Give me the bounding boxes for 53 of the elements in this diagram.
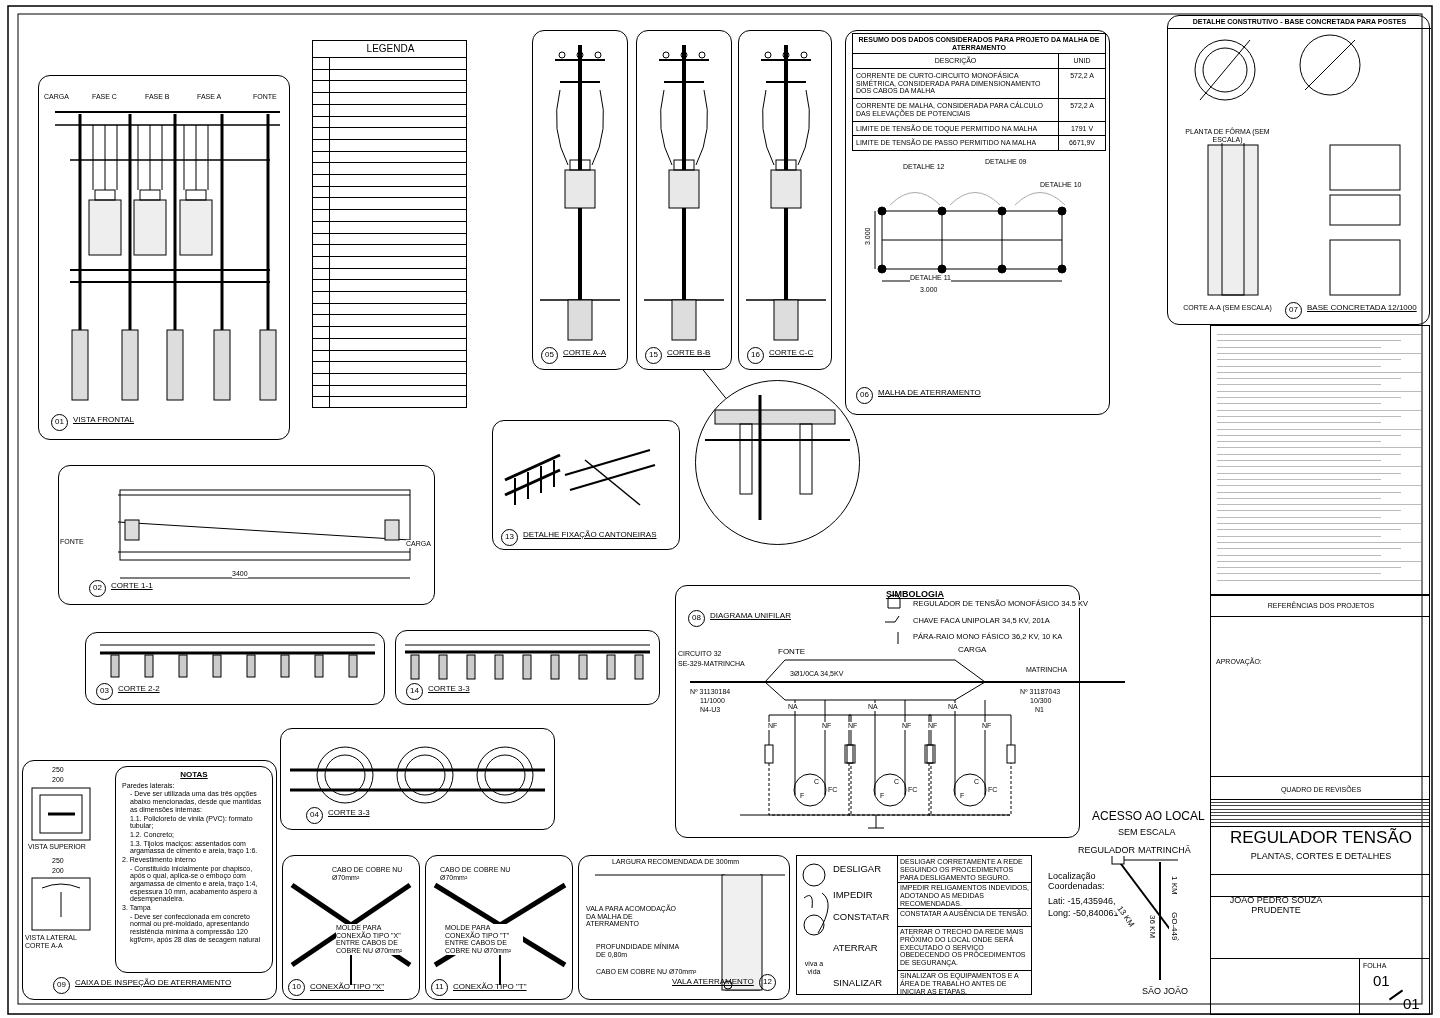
view-title: CONEXÃO TIPO "X": [310, 983, 384, 992]
legend-table: [312, 40, 467, 408]
drawing-panel: [636, 30, 732, 370]
view-title: CORTE C-C: [769, 349, 814, 358]
view-title: CORTE 3-3: [328, 809, 370, 818]
drawing-panel: [85, 632, 385, 705]
view-title: CONEXÃO TIPO "T": [453, 983, 527, 992]
drawing-label: 1 KM: [1169, 876, 1178, 895]
drawing-panel: [492, 420, 680, 550]
notes-box: [115, 766, 273, 973]
drawing-label: Lati: -15,435946,: [1048, 897, 1116, 907]
table-heading: LEGENDA: [365, 43, 416, 54]
drawing-label: CARGA: [958, 646, 987, 655]
step-word: CONSTATAR: [833, 911, 890, 922]
view-title: CORTE 2-2: [118, 685, 160, 694]
drawing-title: REGULADOR TENSÃO: [1229, 829, 1413, 848]
step-word: SINALIZAR: [833, 977, 883, 988]
safety-steps-table: [796, 855, 1032, 995]
sheet-number: 01: [1403, 996, 1420, 1013]
drawing-label: GO-449: [1169, 912, 1178, 941]
view-title: VISTA FRONTAL: [73, 416, 135, 425]
drawing-label: SÃO JOÃO: [1142, 987, 1188, 997]
view-title: DETALHE FIXAÇÃO CANTONEIRAS: [523, 531, 657, 540]
step-word: ATERRAR: [833, 942, 878, 953]
sheet-number: 01: [1373, 973, 1390, 990]
view-title: MALHA DE ATERRAMENTO: [878, 389, 981, 398]
drawing-panel: [395, 630, 660, 705]
drawing-panel: [738, 30, 832, 370]
drawing-label: FONTE: [778, 648, 806, 657]
title-block-text: JOAO PEDRO SOUZA PRUDENTE: [1228, 896, 1324, 916]
drawing-panel: [280, 728, 555, 830]
drawing-label: 36 KM: [1147, 915, 1156, 939]
step-word: IMPEDIR: [833, 889, 873, 900]
drawing-label: REGULADOR: [1078, 846, 1135, 856]
drawing-subtitle: PLANTAS, CORTES E DETALHES: [1249, 852, 1393, 862]
view-title: BASE CONCRETADA 12/1000: [1307, 304, 1417, 313]
legend-heading: SIMBOLOGIA: [886, 590, 944, 600]
drawing-panel: [1167, 15, 1430, 325]
notes-heading: NOTAS: [179, 771, 209, 780]
drawing-label: SEM ESCALA: [1118, 828, 1176, 838]
view-title: CAIXA DE INSPEÇÃO DE ATERRAMENTO: [75, 979, 232, 988]
step-word: DESLIGAR: [833, 863, 882, 874]
drawing-panel: [22, 760, 277, 1000]
view-title: DIAGRAMA UNIFILAR: [710, 612, 791, 621]
view-title: CORTE 3-3: [428, 685, 470, 694]
drawing-panel: [532, 30, 628, 370]
view-title: CORTE B-B: [667, 349, 711, 358]
view-title: VALA ATERRAMENTO: [672, 978, 754, 987]
drawing-label: MATRINCHÃ: [1138, 846, 1191, 856]
view-title: CORTE 1-1: [111, 582, 153, 591]
title-block: [1210, 595, 1430, 1015]
view-title: CORTE A-A: [563, 349, 606, 358]
leader-line: [702, 369, 727, 399]
